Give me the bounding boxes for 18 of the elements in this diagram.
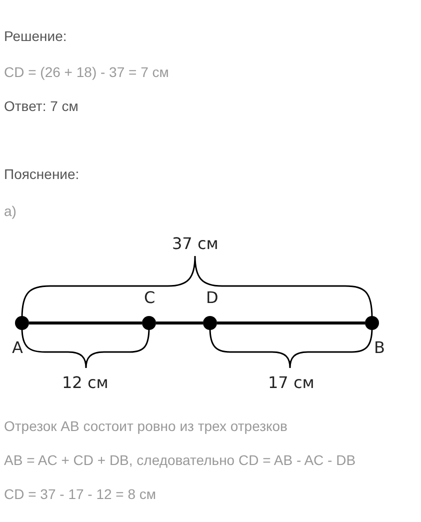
text-line: а) [4, 203, 16, 219]
dimension-label: 12 см [62, 373, 108, 392]
point-label: C [144, 289, 156, 307]
line-segment [156, 322, 203, 324]
text-line: AB = AC + CD + DB, следовательно CD = AB - AC - DB [4, 452, 356, 468]
text-line: CD = 37 - 17 - 12 = 8 см [4, 486, 156, 502]
line-segment [29, 322, 142, 324]
text-line: CD = (26 + 18) - 37 = 7 см [4, 64, 169, 80]
dimension-label: 17 см [268, 373, 314, 392]
dimension-label: 37 см [172, 234, 218, 253]
text-line: Отрезок АВ состоит ровно из трех отрезков [4, 418, 288, 434]
point-label: B [374, 339, 385, 357]
heading-text: Решение: [4, 28, 67, 44]
line-segment [217, 322, 365, 324]
heading-text: Ответ: 7 см [4, 98, 78, 114]
point-label: A [12, 339, 23, 357]
heading-text: Пояснение: [4, 166, 80, 182]
point-label: D [206, 289, 218, 307]
